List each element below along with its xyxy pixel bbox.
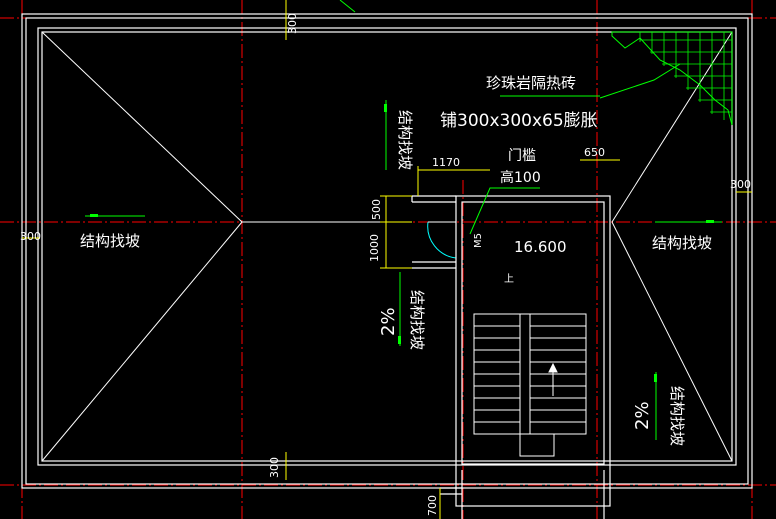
label-slope-mid-vertical: 结构找坡 — [408, 290, 426, 350]
label-pct-mid: 2% — [378, 307, 399, 336]
label-tile-spec: 铺300x300x65膨胀 — [440, 111, 598, 131]
stair-walls — [411, 195, 611, 519]
parapet-inner — [37, 27, 737, 466]
label-elevation: 16.600 — [514, 238, 567, 256]
label-threshold-height: 高100 — [500, 169, 541, 186]
stair-wall-outer — [455, 195, 611, 507]
label-slope-right: 结构找坡 — [652, 234, 712, 252]
parapet-inner-2 — [41, 31, 733, 462]
annotations: 珍珠岩隔热砖 铺300x300x65膨胀 门槛 高100 M5 16.600 结… — [80, 74, 712, 446]
stair-wall-inner — [461, 201, 605, 465]
label-tile-material: 珍珠岩隔热砖 — [486, 74, 576, 92]
dim-1000: 1000 — [368, 234, 381, 262]
dim-300-right: 300 — [730, 178, 751, 191]
dim-300-left: 300 — [20, 230, 41, 243]
parapet-outer — [21, 13, 753, 489]
dim-300-bottom: 300 — [268, 457, 281, 478]
label-slope-left: 结构找坡 — [80, 232, 140, 250]
leader-lines — [85, 0, 722, 440]
label-slope-top-vertical: 结构找坡 — [396, 110, 414, 170]
label-slope-bottom-right: 结构找坡 — [668, 386, 686, 446]
stair-flights — [473, 313, 587, 457]
dim-500: 500 — [370, 199, 383, 220]
dim-700: 700 — [426, 495, 439, 516]
label-threshold: 门槛 — [508, 148, 536, 164]
label-pct-right: 2% — [632, 401, 653, 430]
dim-650: 650 — [584, 146, 605, 159]
door-m5 — [427, 221, 457, 262]
dim-1170: 1170 — [432, 156, 460, 169]
dimension-lines — [22, 0, 752, 519]
label-stair-up: 上 — [504, 273, 514, 285]
label-door-tag: M5 — [473, 233, 484, 248]
dim-300-top: 300 — [286, 13, 299, 34]
parapet-walls — [21, 13, 753, 489]
tile-pattern — [611, 31, 733, 126]
parapet-outer-inner — [25, 17, 749, 485]
leader-markers — [90, 104, 714, 382]
hip-lines — [41, 31, 733, 462]
dimension-texts: 300 300 300 300 1170 650 500 1000 700 — [20, 13, 751, 516]
